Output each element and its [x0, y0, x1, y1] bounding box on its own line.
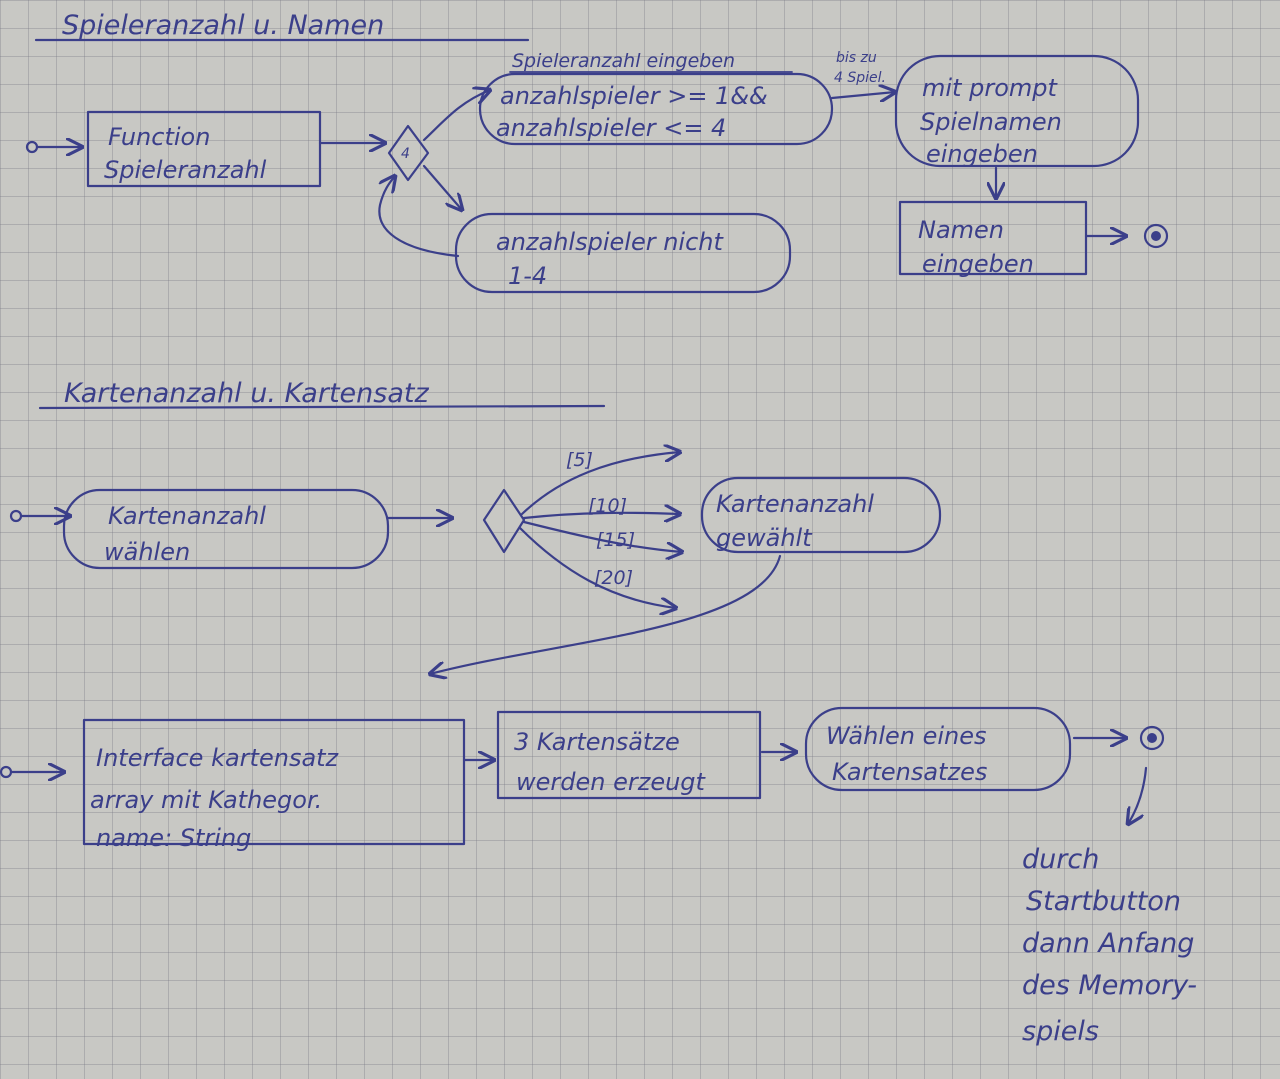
bis-label-line1: bis zu	[836, 50, 877, 66]
valid-count-line1: anzahlspieler >= 1&&	[500, 82, 768, 110]
arrow-decision-to-valid	[422, 90, 490, 142]
namen-box-line2: eingeben	[922, 250, 1034, 278]
arrow-option-20	[518, 526, 676, 608]
option-10-label: [10]	[588, 495, 627, 517]
prompt-box-line3: eingeben	[926, 140, 1038, 168]
arrow-end-to-note	[1128, 766, 1148, 824]
note-line4: des Memory-	[1022, 970, 1197, 1001]
eingabe-caption: Spieleranzahl eingeben	[512, 50, 735, 72]
kartenanzahl-box-line2: wählen	[104, 538, 190, 566]
note-line3: dann Anfang	[1022, 928, 1194, 959]
invalid-count-line1: anzahlspieler nicht	[496, 228, 724, 256]
waehlen-box-line2: Kartensatzes	[832, 758, 987, 786]
prompt-box-line1: mit prompt	[922, 74, 1058, 102]
gewaehlt-box-line1: Kartenanzahl	[716, 490, 874, 518]
gewaehlt-box	[700, 476, 942, 554]
arrow-option-15	[522, 520, 682, 552]
start-node-1	[25, 140, 39, 154]
end-node-1-ring	[1143, 223, 1169, 249]
end-node-1-dot	[1151, 231, 1161, 241]
note-line2: Startbutton	[1026, 886, 1181, 917]
interface-box-line1: Interface kartensatz	[96, 744, 340, 772]
decision-diamond-2	[482, 488, 526, 554]
namen-box	[898, 200, 1088, 276]
valid-count-line2: anzahlspieler <= 4	[496, 114, 726, 142]
gewaehlt-box-line2: gewählt	[716, 524, 813, 552]
kartensaetze-box	[496, 710, 762, 800]
kartenanzahl-box-line1: Kartenanzahl	[108, 502, 266, 530]
section2-heading-underline	[38, 404, 606, 410]
start-node-2	[9, 509, 23, 523]
arrow-gewaehlt-to-interface	[430, 554, 782, 674]
option-20-label: [20]	[594, 567, 633, 589]
section1-heading: Spieleranzahl u. Namen	[62, 10, 384, 41]
function-box	[86, 110, 322, 188]
note-line1: durch	[1022, 844, 1099, 875]
function-box-line1: Function	[108, 123, 210, 151]
prompt-box	[894, 54, 1140, 168]
section2-heading: Kartenanzahl u. Kartensatz	[64, 378, 429, 409]
kartenanzahl-box	[62, 488, 390, 570]
end-node-2-ring	[1139, 725, 1165, 751]
namen-box-line1: Namen	[918, 216, 1004, 244]
kartensaetze-box-line1: 3 Kartensätze	[514, 728, 680, 756]
decision-label: 4	[401, 146, 410, 162]
waehlen-box	[804, 706, 1072, 792]
bis-label-line2: 4 Spiel.	[834, 70, 886, 86]
arrow-option-10	[522, 513, 680, 518]
function-box-line2: Spieleranzahl	[104, 156, 267, 184]
option-5-label: [5]	[566, 449, 593, 471]
valid-count-box	[478, 72, 834, 146]
arrow-invalid-loop-back	[378, 176, 460, 258]
option-15-label: [15]	[596, 529, 635, 551]
prompt-box-line2: Spielnamen	[920, 108, 1062, 136]
waehlen-box-line1: Wählen eines	[826, 722, 987, 750]
start-node-3	[0, 765, 13, 779]
interface-box-line2: array mit Kathegor.	[90, 786, 322, 814]
invalid-count-box	[454, 212, 792, 294]
interface-box	[82, 718, 466, 846]
kartensaetze-box-line2: werden erzeugt	[516, 768, 707, 796]
decision-diamond-1	[387, 124, 430, 182]
note-line5: spiels	[1022, 1016, 1099, 1047]
arrow-valid-to-prompt	[830, 92, 895, 98]
invalid-count-line2: 1-4	[508, 262, 547, 290]
interface-box-line3: name: String	[96, 824, 251, 852]
arrow-decision-to-invalid	[422, 164, 462, 210]
arrow-option-5	[520, 452, 680, 516]
end-node-2-dot	[1147, 733, 1157, 743]
